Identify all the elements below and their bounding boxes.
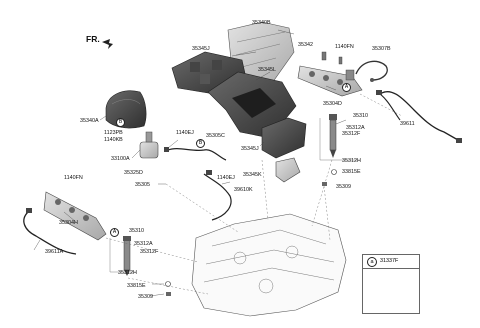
part-label: 35325D <box>124 170 143 176</box>
part-label: 35312F <box>342 131 361 137</box>
part-label: 35340B <box>252 20 271 26</box>
part-label: 39611 <box>400 121 415 127</box>
bolt-1140fn-top <box>338 56 343 65</box>
callout-marker: B <box>116 118 125 127</box>
part-label: 35342 <box>298 42 313 48</box>
clip-35309-left <box>166 292 171 296</box>
part-label: 1140EJ <box>217 175 235 181</box>
part-label: 35309 <box>336 184 351 190</box>
harness-35305c <box>164 147 227 161</box>
fuel-rail-right <box>297 65 363 97</box>
injector-left <box>123 236 131 276</box>
part-label: 35340A <box>80 118 99 124</box>
clip-35309-right <box>322 182 327 186</box>
part-label: 35345J <box>192 46 210 52</box>
part-label: 1140KB <box>104 137 123 143</box>
insulator-pad-side <box>261 117 307 159</box>
insulator-pad-lower <box>207 71 297 139</box>
legend-header: a 31337F <box>363 255 419 269</box>
part-label: 35310 <box>129 228 144 234</box>
fuel-rail-left <box>43 191 107 241</box>
part-label: 35312F <box>140 249 159 255</box>
engine-block <box>191 213 347 317</box>
part-label: 33100A <box>111 156 130 162</box>
part-label: 35307B <box>372 46 391 52</box>
part-label: 35345K <box>243 172 262 178</box>
legend-box: a 31337F <box>362 254 420 314</box>
part-label: 1140FN <box>64 175 83 181</box>
group-brackets <box>109 118 360 273</box>
dashed-guide-lines <box>105 93 403 295</box>
wiring-harness-left <box>23 208 77 255</box>
engine-cover-side <box>105 90 147 129</box>
seal-33815e-left <box>165 281 171 287</box>
legend-part-number: 31337F <box>380 258 399 264</box>
seal-33815e-right <box>331 169 337 175</box>
part-label: 35310 <box>353 113 368 119</box>
part-label: 33815E <box>127 283 146 289</box>
callout-marker: A <box>110 228 119 237</box>
part-label: 39611A <box>45 249 64 255</box>
part-label: 35305 <box>135 182 150 188</box>
part-label: 35312A <box>134 241 153 247</box>
part-label: 39610K <box>234 187 253 193</box>
wiring-harness-right <box>376 90 462 143</box>
leader-lines <box>33 29 347 297</box>
callout-marker: B <box>196 139 205 148</box>
legend-marker: a <box>367 257 377 267</box>
part-label: 35345L <box>258 67 276 73</box>
part-label: 35312H <box>118 270 137 276</box>
part-label: 1140FN <box>335 44 354 50</box>
bolt-35342 <box>321 51 327 61</box>
front-arrow-icon <box>102 39 113 49</box>
part-label: 35345J <box>241 146 259 152</box>
part-label: 35305C <box>206 133 225 139</box>
harness-39610k <box>203 170 232 221</box>
part-label: 1123PB <box>104 130 123 136</box>
injector-right <box>329 114 337 158</box>
part-label: 33815E <box>342 169 361 175</box>
part-label: 35312H <box>342 158 361 164</box>
callout-marker: A <box>342 83 351 92</box>
front-direction-label: FR. <box>86 34 100 44</box>
bracket-35345k <box>275 157 301 183</box>
part-label: 35304H <box>59 220 78 226</box>
fuel-pump-33100a <box>139 131 159 159</box>
part-label: 1140EJ <box>176 130 194 136</box>
fuel-line-35307b <box>355 60 388 82</box>
part-label: 35304D <box>323 101 342 107</box>
part-label: 35309 <box>138 294 153 300</box>
part-label: 35312A <box>346 125 365 131</box>
